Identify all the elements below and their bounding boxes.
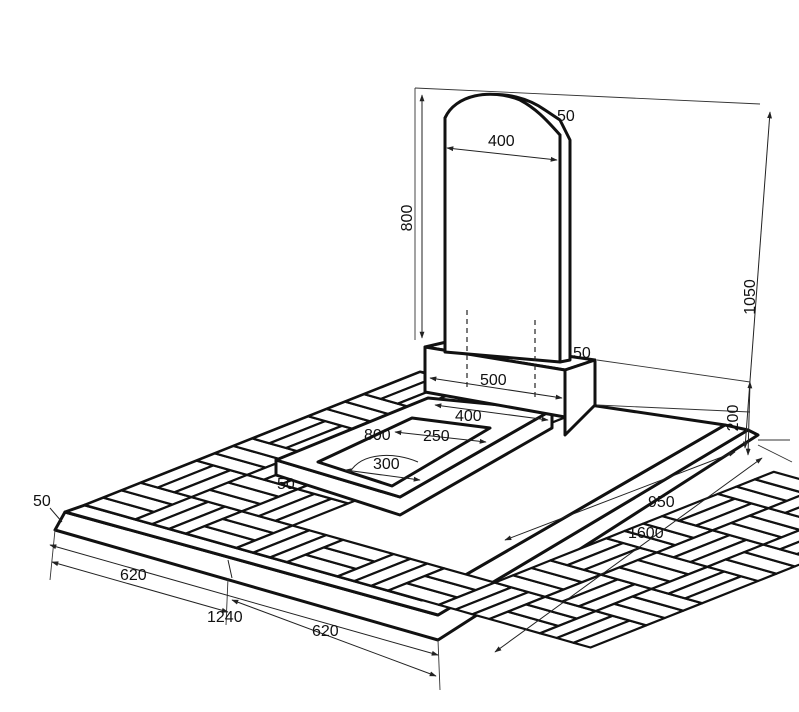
label-side-inner: 950 <box>648 494 675 511</box>
dim-line-right-620 <box>231 599 437 677</box>
label-tile-front-left: 620 <box>120 567 147 584</box>
paving-tile <box>753 470 799 493</box>
label-base-height: 200 <box>725 405 742 432</box>
dim-line-stele-width <box>446 146 558 162</box>
paving-tile <box>778 540 799 556</box>
dimension-labels: 800 400 50 1050 50 500 200 400 800 250 3… <box>33 108 759 640</box>
label-base-width: 500 <box>480 372 507 389</box>
label-flowerbed-length: 800 <box>364 427 391 444</box>
label-flowerbed-width: 400 <box>455 408 482 425</box>
label-stele-height: 800 <box>399 205 416 232</box>
label-tile-front-right: 620 <box>312 623 339 640</box>
dim-line-flowerbed-width <box>434 403 549 422</box>
label-opening-length: 250 <box>423 428 450 445</box>
dim-line-base-height <box>745 381 753 456</box>
label-total-height: 1050 <box>742 279 759 315</box>
flowerbed-opening-curve <box>349 454 419 473</box>
label-opening-width: 300 <box>373 456 400 473</box>
label-stele-width: 400 <box>488 133 515 150</box>
label-base-thickness: 50 <box>573 345 591 362</box>
dim-line-left-620 <box>51 561 229 613</box>
dim-line-border-50 <box>49 507 63 523</box>
dimension-lines <box>49 94 772 677</box>
label-plot-width: 1240 <box>207 609 243 626</box>
paving-tile <box>767 494 799 515</box>
dim-line-base-width <box>429 376 563 400</box>
label-flowerbed-rim: 50 <box>277 476 295 493</box>
dim-line-plot-length <box>494 457 763 653</box>
label-stele-thickness: 50 <box>557 108 575 125</box>
label-plot-length: 1600 <box>628 525 664 542</box>
dim-line-opening-length <box>394 430 487 444</box>
paving-tile <box>784 506 799 518</box>
dim-line-opening-width <box>344 468 421 482</box>
base-side <box>563 358 597 437</box>
label-border-width: 50 <box>33 493 51 510</box>
